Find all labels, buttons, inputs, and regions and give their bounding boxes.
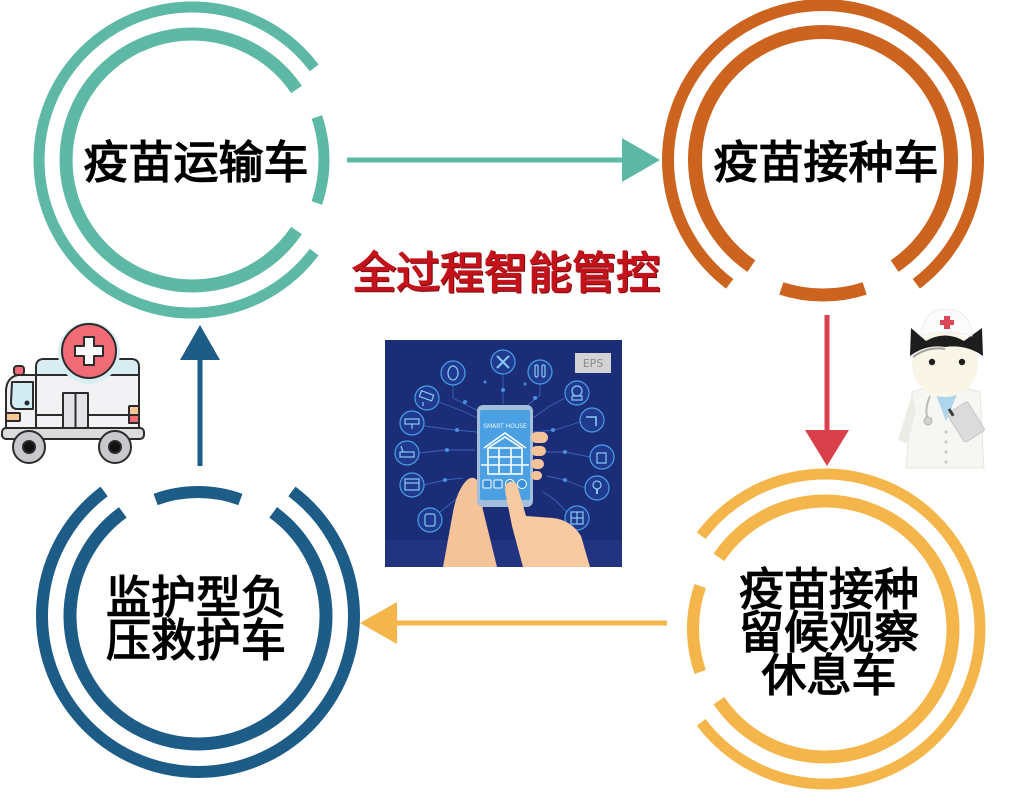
medical-cross-icon <box>61 323 117 379</box>
label-line: 休息车 <box>761 649 897 702</box>
inner-ring <box>688 25 958 272</box>
diagram-title: 全过程智能管控 <box>352 248 660 299</box>
tools-icon <box>490 349 516 375</box>
arrow-up-ambulance-to-transport <box>180 325 220 466</box>
label-observation-vehicle: 疫苗接种 留候观察 休息车 <box>714 563 944 702</box>
inner-ring <box>59 27 302 293</box>
outer-ring <box>696 468 986 790</box>
label-vaccination-vehicle: 疫苗接种车 <box>691 138 961 188</box>
router-icon <box>394 440 420 466</box>
holding-hand <box>443 477 497 567</box>
connection-nodes <box>443 380 567 482</box>
label-line: 疫苗接种 <box>738 563 919 616</box>
projector-icon <box>399 410 425 436</box>
ring-vaccination-vehicle <box>662 0 984 302</box>
label-line: 压救护车 <box>105 614 286 667</box>
camera-icon <box>414 385 440 411</box>
outer-ring <box>662 0 984 289</box>
ambulance-icon <box>1 322 145 464</box>
bulb-icon <box>584 475 610 501</box>
gap-arc <box>779 282 867 302</box>
pointing-hand <box>504 481 590 567</box>
arrow-left-observation-to-ambulance <box>360 602 667 644</box>
hand-icon <box>417 507 443 533</box>
label-line: 疫苗接种车 <box>713 136 939 189</box>
gap-arc <box>687 584 706 674</box>
eps-badge <box>575 353 611 373</box>
arrow-right-transport-to-vaccination <box>347 138 660 182</box>
window-icon <box>399 472 425 498</box>
gap-arc <box>153 486 243 506</box>
label-line: 监护型负 <box>105 571 286 624</box>
house-icon <box>481 432 529 475</box>
thermometer-icon <box>527 359 553 385</box>
phone-app-title: SMART HOUSE <box>483 423 527 430</box>
label-vaccine-transport-vehicle: 疫苗运输车 <box>61 138 331 188</box>
nurse-icon <box>898 308 985 469</box>
face-icon <box>564 380 590 406</box>
clipboard <box>947 401 985 443</box>
lock-icon <box>589 444 615 470</box>
mask-icon <box>440 360 466 386</box>
smart-house-artwork: SMART HOUSE <box>385 340 622 567</box>
ring-negative-pressure-ambulance <box>36 486 360 778</box>
ring-observation-vehicle <box>687 468 986 790</box>
label-line: 留候观察 <box>738 606 919 659</box>
faucet-icon <box>579 407 605 433</box>
inner-ring <box>713 494 960 764</box>
label-negative-pressure-ambulance: 监护型负 压救护车 <box>81 571 311 667</box>
label-line: 疫苗运输车 <box>83 136 309 189</box>
fingers <box>461 432 548 518</box>
ring-vaccine-transport-vehicle <box>33 1 330 319</box>
eps-badge-text: EPS <box>583 357 604 370</box>
arrow-down-vaccination-to-observation <box>805 315 849 466</box>
outer-ring <box>33 1 319 319</box>
outer-ring <box>36 486 360 778</box>
smartphone: SMART HOUSE <box>477 405 533 507</box>
panel-icon <box>564 505 590 531</box>
inner-ring <box>63 507 333 751</box>
gap-arc <box>311 115 330 205</box>
smart-control-illustration: SMART HOUSE <box>385 340 622 567</box>
